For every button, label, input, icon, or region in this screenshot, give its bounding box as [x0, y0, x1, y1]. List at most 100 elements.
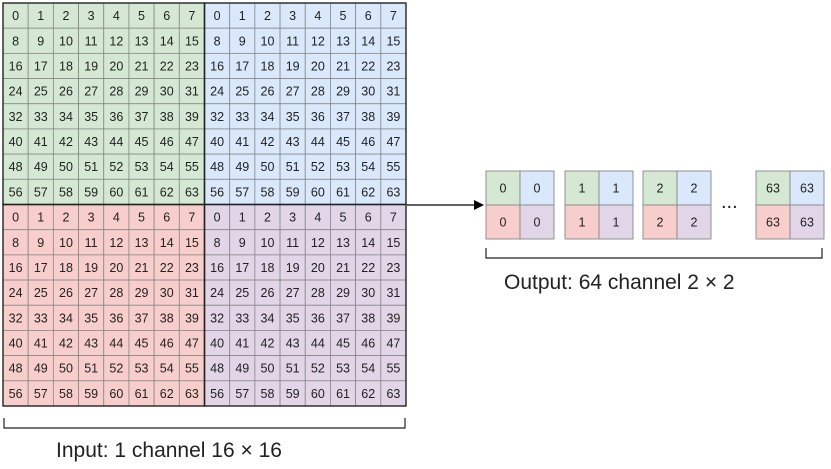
- input-cell-bg: [52, 380, 79, 407]
- input-cell-label: 4: [113, 9, 120, 23]
- input-cell: 12: [103, 27, 130, 54]
- input-cell: 27: [78, 78, 105, 105]
- input-cell: 46: [153, 330, 180, 357]
- input-cell: 56: [2, 178, 29, 205]
- input-cell-bg: [128, 78, 155, 105]
- input-cell-label: 14: [361, 34, 375, 48]
- input-cell-label: 41: [235, 135, 249, 149]
- input-cell: 30: [355, 279, 382, 306]
- input-cell-label: 49: [34, 160, 48, 174]
- output-cell-bg: [519, 204, 555, 240]
- input-cell-label: 61: [135, 185, 149, 199]
- input-cell-bg: [78, 178, 105, 205]
- input-cell-label: 17: [235, 59, 249, 73]
- input-cell: 43: [78, 128, 105, 155]
- input-cell-bg: [355, 229, 382, 256]
- input-cell: 14: [153, 27, 180, 54]
- input-cell: 57: [229, 380, 256, 407]
- input-cell: 19: [78, 254, 105, 281]
- input-cell-bg: [178, 204, 205, 231]
- input-cell-label: 8: [12, 236, 19, 250]
- input-cell: 0: [2, 2, 29, 29]
- input-cell: 30: [153, 279, 180, 306]
- input-cell: 11: [279, 229, 306, 256]
- input-cell: 6: [153, 204, 180, 231]
- input-cell-label: 17: [235, 261, 249, 275]
- input-cell-label: 52: [311, 362, 325, 376]
- input-cell: 25: [229, 279, 256, 306]
- input-cell-label: 48: [9, 160, 23, 174]
- input-cell-label: 13: [135, 236, 149, 250]
- input-cell-label: 46: [361, 135, 375, 149]
- input-cell-label: 58: [261, 185, 275, 199]
- input-cell-label: 11: [85, 34, 98, 48]
- input-cell-label: 21: [135, 59, 149, 73]
- input-cell-label: 28: [311, 286, 325, 300]
- input-cell-label: 45: [135, 135, 149, 149]
- input-cell-label: 60: [311, 387, 325, 401]
- input-cell-bg: [204, 380, 231, 407]
- output-cell-label: 2: [657, 182, 664, 196]
- input-cell-label: 20: [109, 261, 123, 275]
- input-cell-label: 22: [361, 261, 375, 275]
- output-cell-bg: [642, 204, 678, 240]
- input-cell: 17: [27, 52, 54, 79]
- input-cell-label: 63: [386, 185, 400, 199]
- input-cell: 39: [380, 304, 407, 331]
- input-cell-label: 27: [286, 286, 300, 300]
- input-cell-label: 31: [185, 286, 199, 300]
- input-cell-bg: [229, 254, 256, 281]
- input-cell: 44: [304, 128, 331, 155]
- input-cell: 45: [330, 128, 357, 155]
- input-cell-bg: [279, 153, 306, 180]
- input-cell: 58: [52, 380, 79, 407]
- input-cell-label: 21: [135, 261, 149, 275]
- input-cell: 41: [27, 330, 54, 357]
- input-cell-label: 49: [235, 160, 249, 174]
- input-cell: 55: [380, 153, 407, 180]
- input-cell: 20: [304, 52, 331, 79]
- input-cell-bg: [204, 279, 231, 306]
- input-cell-label: 63: [185, 387, 199, 401]
- input-cell: 49: [27, 153, 54, 180]
- input-cell-label: 34: [261, 311, 275, 325]
- input-cell: 5: [330, 2, 357, 29]
- input-cell-bg: [78, 128, 105, 155]
- input-cell-label: 45: [135, 337, 149, 351]
- arrow: [407, 200, 484, 210]
- input-cell-bg: [279, 52, 306, 79]
- output-cell: 2: [676, 204, 712, 240]
- input-cell-label: 7: [188, 211, 195, 225]
- input-cell-bg: [52, 229, 79, 256]
- output-cell: 63: [789, 170, 825, 206]
- input-cell: 54: [355, 355, 382, 382]
- input-cell-label: 10: [261, 34, 275, 48]
- output-cell-label: 0: [534, 216, 541, 230]
- input-cell: 55: [178, 153, 205, 180]
- input-cell: 58: [52, 178, 79, 205]
- input-cell: 52: [304, 355, 331, 382]
- input-cell-label: 30: [361, 286, 375, 300]
- input-cell: 5: [128, 2, 155, 29]
- output-cell-label: 0: [534, 182, 541, 196]
- input-cell: 49: [229, 355, 256, 382]
- output-cell-label: 0: [500, 216, 507, 230]
- input-cell-label: 20: [109, 59, 123, 73]
- input-cell: 18: [52, 254, 79, 281]
- input-cell-label: 11: [286, 236, 299, 250]
- input-cell: 18: [254, 254, 281, 281]
- input-cell-label: 3: [88, 211, 95, 225]
- input-cell: 40: [204, 128, 231, 155]
- input-cell-label: 0: [12, 211, 19, 225]
- input-cell-label: 15: [386, 34, 400, 48]
- input-cell-label: 2: [264, 211, 271, 225]
- input-cell-bg: [103, 27, 130, 54]
- input-cell-label: 28: [109, 85, 123, 99]
- input-cell-label: 20: [311, 59, 325, 73]
- input-cell: 28: [103, 279, 130, 306]
- input-cell-label: 27: [84, 85, 98, 99]
